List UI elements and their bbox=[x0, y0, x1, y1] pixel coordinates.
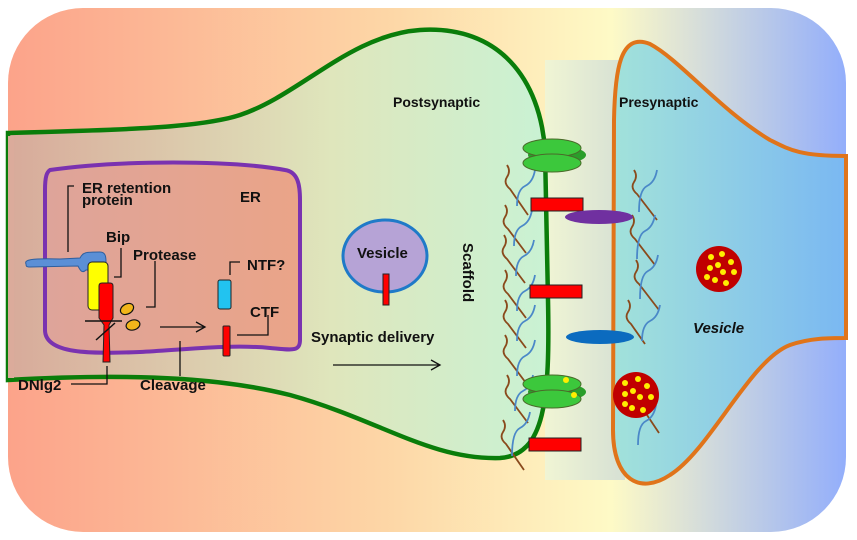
receptor-complex-top bbox=[522, 138, 586, 173]
adhesion-partner-blue bbox=[566, 330, 634, 344]
dnlg2-protein bbox=[98, 282, 114, 363]
label-presynaptic: Presynaptic bbox=[619, 94, 699, 110]
label-protease: Protease bbox=[133, 247, 196, 264]
label-ctf: CTF bbox=[250, 304, 279, 321]
label-bip: Bip bbox=[106, 229, 130, 246]
er-retention-protein bbox=[25, 251, 107, 273]
label-scaffold: Scaffold bbox=[459, 243, 476, 302]
dnlg2-synaptic-3 bbox=[528, 437, 582, 452]
ctf-fragment bbox=[222, 325, 231, 357]
dense-vesicle-free bbox=[696, 246, 742, 292]
dnlg2-synaptic-2 bbox=[529, 284, 583, 299]
receptor-complex-bottom bbox=[522, 374, 586, 409]
dense-vesicle-docked bbox=[613, 372, 659, 418]
vesicle-ctf bbox=[382, 273, 390, 306]
dnlg2-synaptic-1 bbox=[530, 197, 584, 212]
scissors-icon bbox=[85, 302, 141, 341]
adhesion-partner-purple bbox=[565, 210, 633, 224]
label-dnlg2: DNlg2 bbox=[18, 377, 61, 394]
label-postsynaptic: Postsynaptic bbox=[393, 94, 480, 110]
callout-lines bbox=[67, 185, 269, 385]
postsynaptic-scaffold bbox=[500, 164, 536, 471]
label-er: ER bbox=[240, 189, 261, 206]
label-vesicle: Vesicle bbox=[357, 245, 408, 262]
label-er-retention-protein-line2: protein bbox=[82, 192, 133, 209]
ntf-fragment bbox=[217, 279, 232, 310]
label-synaptic-delivery: Synaptic delivery bbox=[311, 329, 435, 346]
label-presynaptic-vesicle: Vesicle bbox=[693, 320, 744, 337]
label-cleavage: Cleavage bbox=[140, 377, 206, 394]
label-er-retention-protein-line1: ER retention bbox=[82, 180, 171, 197]
label-ntf: NTF? bbox=[247, 257, 285, 274]
